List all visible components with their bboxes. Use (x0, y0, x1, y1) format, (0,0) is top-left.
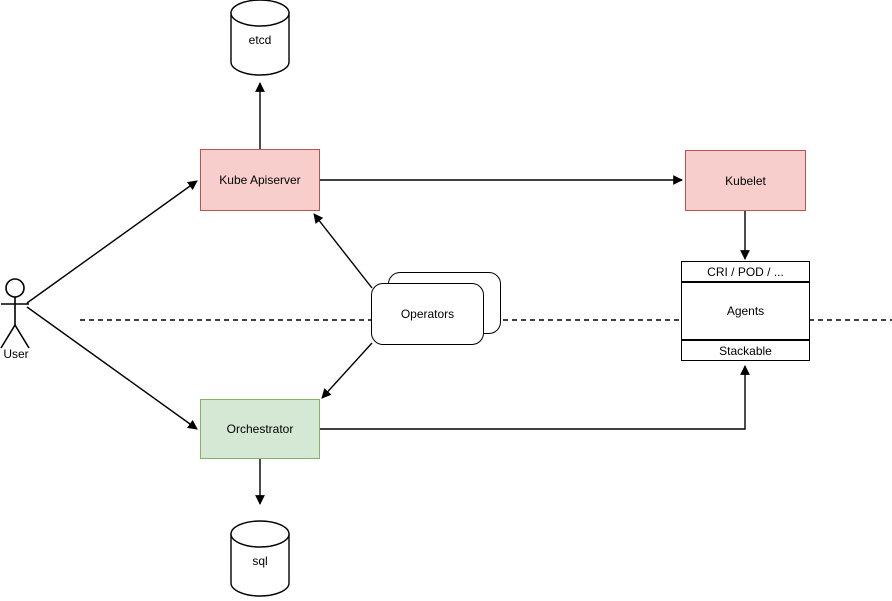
node-agents-row-agents[interactable]: Agents (681, 282, 810, 340)
node-user-label: User (3, 347, 29, 361)
node-agents-row-agents-label: Agents (726, 304, 765, 318)
edge-user-to-orchestrator (26, 306, 198, 430)
node-agents-row-stackable-label: Stackable (719, 343, 772, 358)
node-kube-apiserver-label: Kube Apiserver (219, 173, 301, 187)
node-orchestrator-label: Orchestrator (226, 422, 294, 436)
node-orchestrator[interactable]: Orchestrator (200, 399, 320, 459)
node-kube-apiserver[interactable]: Kube Apiserver (200, 149, 320, 211)
user-actor-figure (0, 278, 30, 349)
node-agents-row-stackable[interactable]: Stackable (681, 340, 810, 361)
node-kubelet-label: Kubelet (725, 173, 766, 188)
node-operators[interactable]: Operators (371, 283, 484, 345)
node-agents-row-cri-label: CRI / POD / ... (707, 264, 784, 279)
edge-operators-to-kube-apiserver (313, 213, 373, 289)
edge-operators-to-orchestrator (321, 342, 373, 399)
node-operators-label: Operators (400, 307, 455, 321)
node-kubelet[interactable]: Kubelet (685, 150, 806, 211)
node-agents-row-cri[interactable]: CRI / POD / ... (681, 261, 810, 282)
sql-cylinder-shape (230, 520, 290, 597)
edge-orchestrator-to-stackable (320, 365, 750, 430)
edge-user-to-kube-apiserver (26, 180, 198, 304)
etcd-cylinder-shape (230, 0, 290, 76)
